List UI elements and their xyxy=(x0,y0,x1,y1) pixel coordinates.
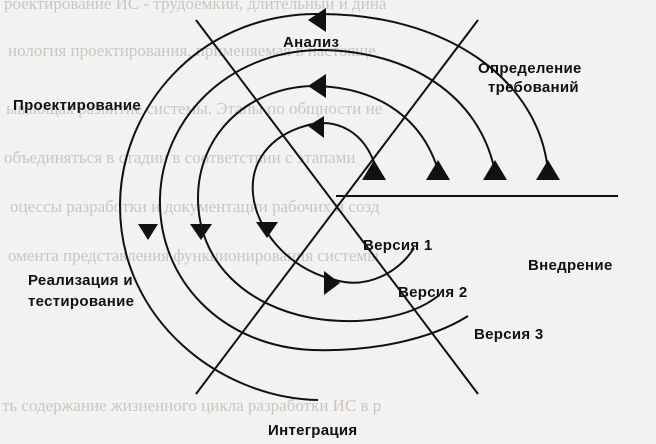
label-analysis: Анализ xyxy=(283,34,340,51)
arrow-left-icon xyxy=(308,74,326,98)
arrow-right-icon xyxy=(324,271,340,295)
arrow-left-icon xyxy=(308,116,324,138)
arrow-down-icon xyxy=(190,224,212,240)
label-implementation-line2: тестирование xyxy=(28,293,135,310)
label-version-1: Версия 1 xyxy=(363,237,433,254)
arrow-left-icon xyxy=(308,8,326,32)
label-requirements-line1: Определение xyxy=(478,60,582,77)
arrow-up-icon xyxy=(426,160,450,180)
arrow-down-icon xyxy=(256,222,278,238)
label-deployment: Внедрение xyxy=(528,257,613,274)
label-integration: Интеграция xyxy=(268,422,358,439)
label-requirements-line2: требований xyxy=(488,79,579,96)
arrow-up-icon xyxy=(536,160,560,180)
axis-line-diagonal-up xyxy=(195,19,479,395)
label-design: Проектирование xyxy=(13,97,142,114)
spiral-inner xyxy=(251,122,415,284)
spiral-middle xyxy=(196,84,439,323)
arrow-down-icon xyxy=(138,224,158,240)
label-version-2: Версия 2 xyxy=(398,284,468,301)
label-implementation-line1: Реализация и xyxy=(28,272,133,289)
spiral-outer xyxy=(158,48,496,352)
label-version-3: Версия 3 xyxy=(474,326,544,343)
spiral-outermost xyxy=(118,12,549,401)
arrow-up-icon xyxy=(362,160,386,180)
arrow-up-icon xyxy=(483,160,507,180)
